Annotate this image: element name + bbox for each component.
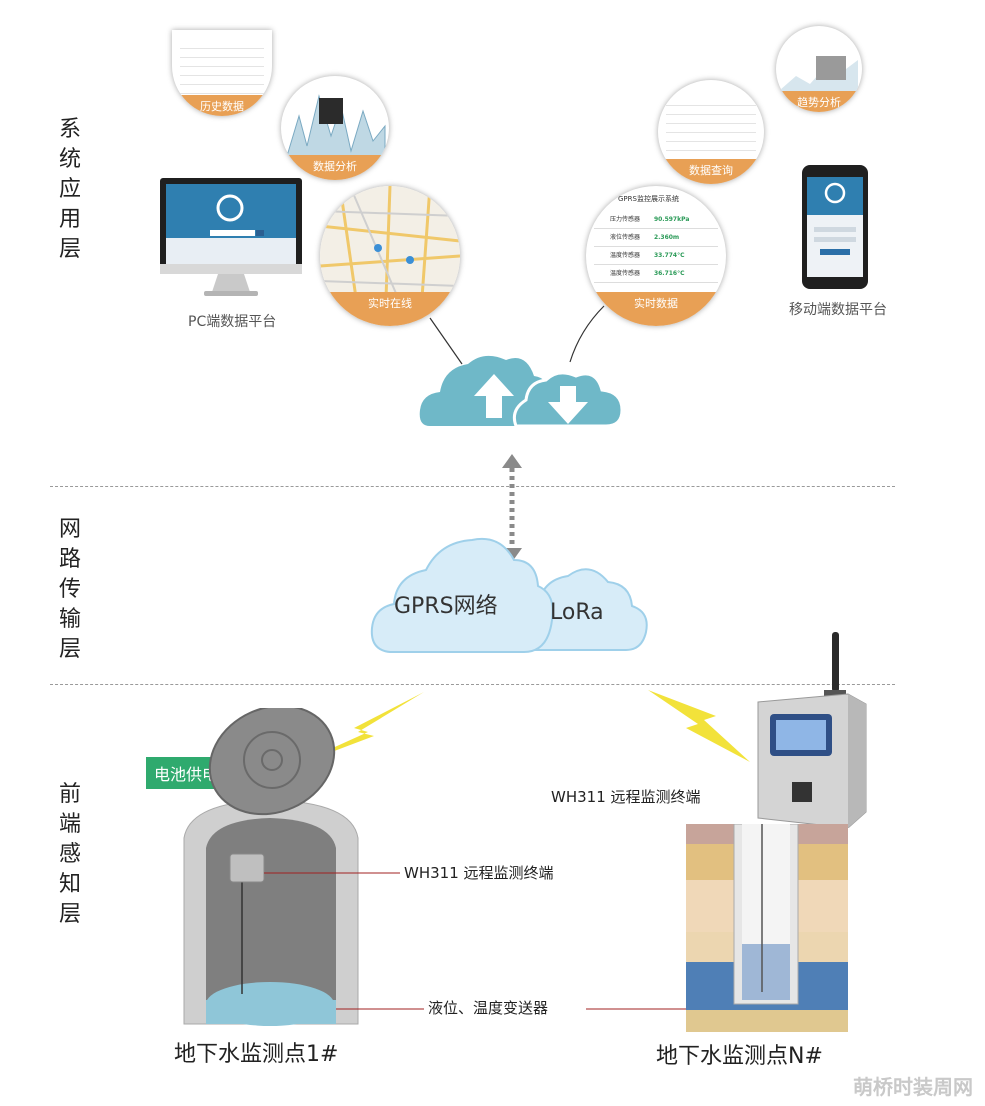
realtime-row-2: 液位传感器 2.360m [594,230,718,247]
layer-divider-bottom [50,684,895,685]
realtime-row-3: 温度传感器 33.774°C [594,248,718,265]
terminal-callout-left: WH311 远程监测终端 [404,864,554,882]
realtime-data-label: 实时数据 [586,292,726,326]
sensor-callout: 液位、温度变送器 [428,999,549,1017]
terminal-callout-right: WH311 远程监测终端 [551,788,701,806]
sensor-name: 温度传感器 [610,270,641,277]
realtime-row-1: 压力传感器 90.597kPa [594,212,718,229]
realtime-map-bubble: 实时在线 [320,186,460,326]
realtime-online-label: 实时在线 [320,292,460,326]
application-cloud [419,355,624,428]
connector-lines [429,305,605,365]
callout-line-terminal-left [264,872,400,874]
upload-arrow-icon [474,374,514,418]
site-1-caption: 地下水监测点1# [174,1042,339,1067]
pc-monitor [160,178,302,298]
gprs-network-label: GPRS网络 [394,594,498,619]
mobile-platform-caption: 移动端数据平台 [789,302,887,318]
watermark: 萌桥时装周网 [853,1075,973,1099]
wh311-terminal-device [757,632,867,828]
layer-divider-top [50,486,895,487]
monitoring-well-left [183,708,359,1026]
wireless-signal-left-icon [284,692,424,770]
layer-label-sensing: 前端感知层 [58,782,81,927]
data-query-label: 数据查询 [658,159,764,184]
realtime-panel-title: GPRS监控展示系统 [618,195,679,203]
realtime-row-4: 温度传感器 36.716°C [594,266,718,283]
pc-platform-caption: PC端数据平台 [188,314,277,330]
sensor-value: 36.716°C [653,270,685,277]
sensor-name: 温度传感器 [610,252,641,259]
sensor-name: 压力传感器 [610,216,641,223]
trend-analysis-label: 趋势分析 [776,91,862,112]
wireless-signal-right-icon [648,690,750,762]
monitoring-well-right [686,824,848,1032]
lora-label: LoRa [550,600,604,625]
layer-label-network: 网路传输层 [58,517,81,662]
sensor-name: 液位传感器 [610,234,641,241]
sensor-value: 2.360m [653,234,680,241]
layer-label-application: 系统应用层 [58,117,81,262]
history-table [180,40,264,95]
history-data-label: 历史数据 [172,95,272,116]
data-analysis-label: 数据分析 [281,155,389,180]
trend-analysis-bubble: 趋势分析 [776,26,862,112]
history-data-bubble: 历史数据 [172,30,272,116]
data-analysis-bubble: 数据分析 [281,76,389,180]
sensor-value: 33.774°C [653,252,685,259]
download-arrow-icon [548,386,588,424]
data-query-bubble: 数据查询 [658,80,764,184]
callout-line-sensor [336,1008,424,1010]
realtime-data-bubble: GPRS监控展示系统 压力传感器 90.597kPa 液位传感器 2.360m … [586,186,726,326]
mobile-phone [802,165,868,289]
network-cloud [370,538,648,653]
sensor-value: 90.597kPa [653,216,690,223]
site-n-caption: 地下水监测点N# [656,1044,823,1069]
